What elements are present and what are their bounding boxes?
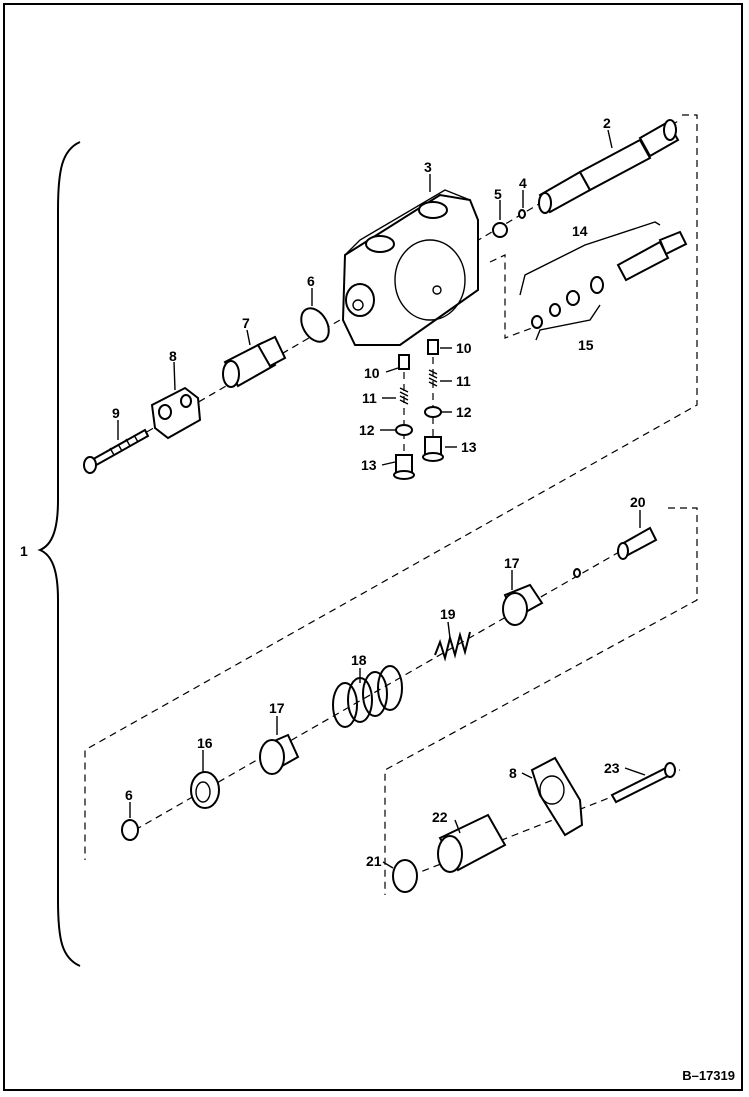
callout-22: 22	[432, 809, 448, 825]
bolt-part-9	[83, 428, 150, 474]
callout-4: 4	[519, 175, 527, 191]
lower-dashed-guide	[384, 507, 698, 895]
callout-12-right: 12	[456, 404, 472, 420]
flange-part-8-lower	[530, 756, 584, 837]
oring-small-lower	[573, 568, 581, 578]
oring-part-6-lower	[121, 819, 139, 841]
oring-part-4	[518, 209, 526, 219]
sleeve-part-7	[222, 335, 287, 388]
callout-15: 15	[578, 337, 594, 353]
callout-1: 1	[20, 543, 28, 559]
callout-2: 2	[603, 115, 611, 131]
oring-part-6-upper	[300, 307, 330, 343]
sleeve-part-22	[437, 813, 507, 873]
cap-part-16	[190, 771, 220, 809]
callout-13-right: 13	[461, 439, 477, 455]
relief-valve-part-14	[519, 221, 688, 296]
plug-stack-left	[393, 354, 415, 480]
callout-9: 9	[112, 405, 120, 421]
callout-17-lower: 17	[269, 700, 285, 716]
collar-part-17-upper	[502, 583, 544, 626]
drawing-border	[3, 3, 743, 1091]
pin-part-20	[617, 526, 658, 560]
callout-12-left: 12	[359, 422, 375, 438]
callout-11-right: 11	[456, 373, 471, 389]
callout-17-upper: 17	[504, 555, 520, 571]
callout-6-upper: 6	[307, 273, 315, 289]
callout-20: 20	[630, 494, 646, 510]
callout-18: 18	[351, 652, 367, 668]
callout-6-lower: 6	[125, 787, 133, 803]
callout-19: 19	[440, 606, 456, 622]
flange-part-8-upper	[150, 386, 202, 440]
callout-21: 21	[366, 853, 382, 869]
bolt-part-23	[610, 762, 676, 804]
oring-part-21	[392, 859, 418, 893]
center-axis-lower	[134, 539, 641, 831]
collar-part-17-lower	[259, 733, 300, 775]
callout-3: 3	[424, 159, 432, 175]
valve-body-part-3	[341, 189, 479, 346]
oring-set-part-15	[531, 276, 604, 341]
upper-dashed-guide	[84, 114, 698, 860]
callout-8-upper: 8	[169, 348, 177, 364]
drawing-reference-number: B–17319	[682, 1068, 735, 1083]
callout-13-left: 13	[361, 457, 377, 473]
callout-7: 7	[242, 315, 250, 331]
spool-part-2	[538, 119, 680, 214]
assembly-brace	[37, 141, 81, 967]
callout-11-left: 11	[362, 390, 377, 406]
callout-10-left: 10	[364, 365, 380, 381]
seal-part-5	[492, 222, 508, 238]
callout-8-lower: 8	[509, 765, 517, 781]
callout-23: 23	[604, 760, 620, 776]
callout-14: 14	[572, 223, 588, 239]
callout-16: 16	[197, 735, 213, 751]
callout-10-right: 10	[456, 340, 472, 356]
spring-part-19	[434, 631, 471, 662]
callout-5: 5	[494, 186, 502, 202]
